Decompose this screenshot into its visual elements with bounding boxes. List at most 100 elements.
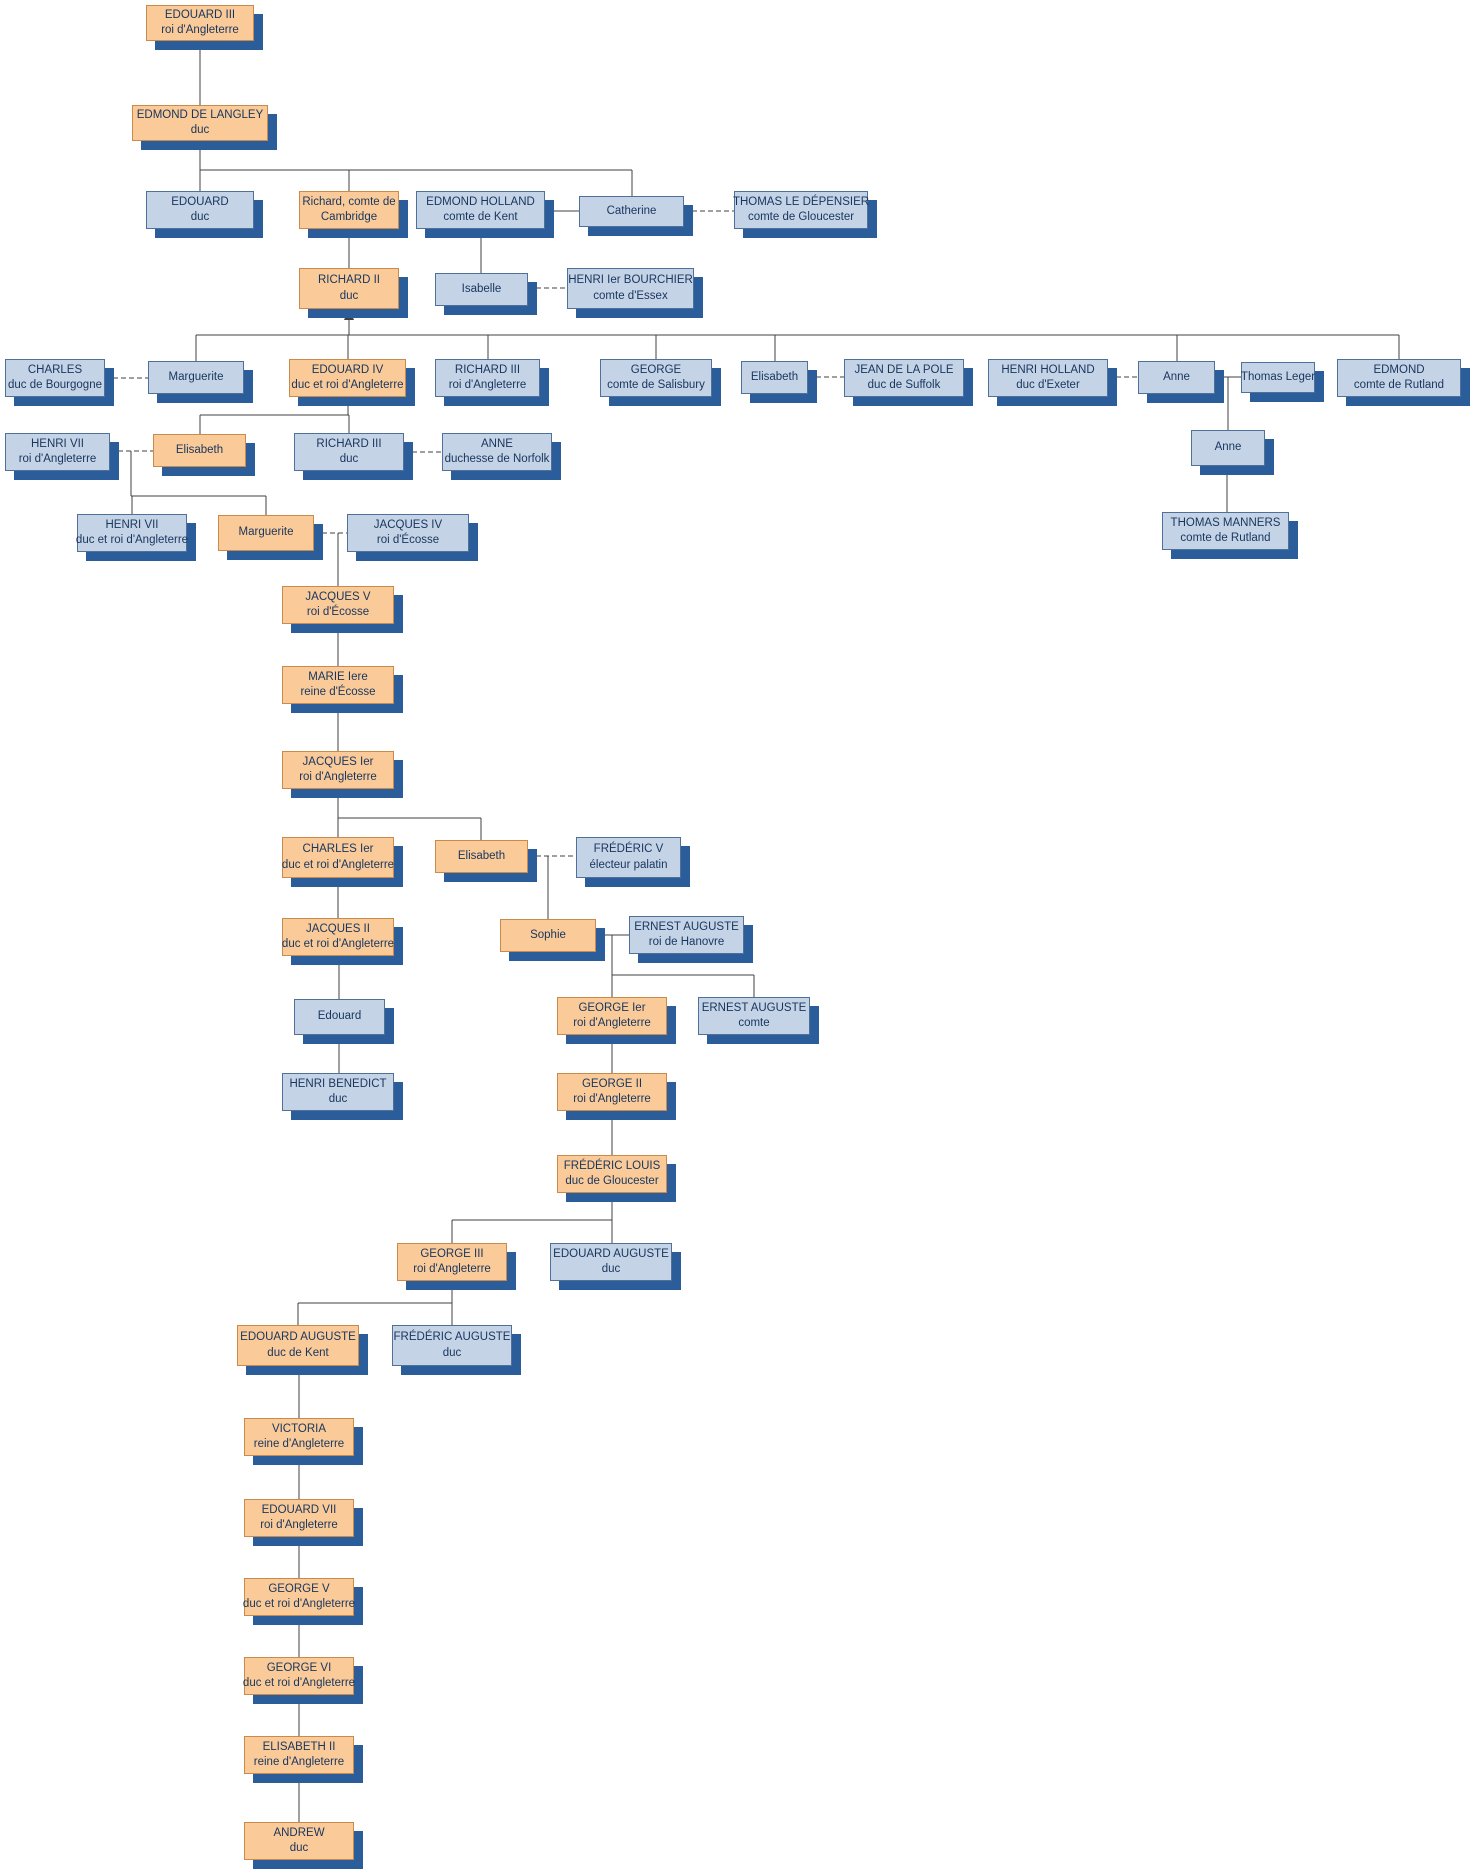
person-title: roi d'Angleterre [448,379,527,391]
person-name: EDOUARD [171,195,229,208]
person-name: EDMOND [1373,363,1425,376]
person-name: CHARLES Ier [302,843,374,856]
person-name: Richard, comte de [302,195,396,208]
person-title: Cambridge [320,211,378,223]
person-name: Elisabeth [457,849,506,862]
person-title: duc et roi d'Angleterre [281,858,395,871]
person-name: JACQUES V [305,590,371,603]
person-title: duc [339,289,359,302]
person-node-marie-iere: MARIE Iere reine d'Écosse [282,666,394,704]
person-name: ELISABETH II [262,1740,336,1753]
person-name: ANDREW [273,1826,325,1839]
person-node-frederic-auguste: FRÉDÉRIC AUGUSTE duc [392,1325,512,1366]
person-name: MARIE Iere [308,670,368,683]
person-name: FRÉDÉRIC LOUIS [563,1159,661,1172]
person-name: CHARLES [27,363,83,376]
person-name: THOMAS LE DÉPENSIER [732,195,870,208]
person-title: duc et roi d'Angleterre [291,379,404,391]
person-name: Marguerite [168,370,224,383]
person-node-elisabeth-york: Elisabeth [741,361,808,394]
person-node-edouard-auguste-kent: EDOUARD AUGUSTE duc de Kent [237,1325,359,1366]
arrow-up-icon [344,309,354,320]
person-name: Sophie [530,928,566,941]
person-node-marguerite-york: Marguerite [148,361,244,394]
person-node-jacques-ii: JACQUES II duc et roi d'Angleterre [282,918,394,956]
person-node-anne-york: Anne [1138,361,1215,394]
person-name: EDOUARD VII [261,1503,337,1516]
person-name: GEORGE Ier [578,1001,646,1014]
person-name: EDOUARD AUGUSTE [240,1331,356,1344]
person-name: FRÉDÉRIC AUGUSTE [393,1331,511,1344]
person-name: GEORGE III [420,1247,484,1260]
person-name: EDOUARD AUGUSTE [553,1247,669,1260]
person-name: JEAN DE LA POLE [854,363,954,376]
person-title: duc et roi d'Angleterre [242,1598,356,1610]
person-node-charles-bourgogne: CHARLES duc de Bourgogne [5,359,105,397]
person-title: comte de Gloucester [747,211,855,223]
person-name: JACQUES Ier [302,755,374,768]
person-name: JACQUES II [306,922,370,935]
person-name: EDOUARD IV [311,363,384,376]
person-node-henri-ier-bourchier: HENRI Ier BOURCHIER comte d'Essex [567,268,694,309]
person-node-anne-st-leger: Anne [1191,430,1265,466]
person-title: électeur palatin [589,858,668,871]
person-name: Elisabeth [750,370,799,383]
person-node-richard-iii-roi: RICHARD III roi d'Angleterre [435,359,540,397]
person-title: roi de Hanovre [648,936,725,948]
person-name: Catherine [606,204,657,217]
person-name: FRÉDÉRIC V [593,843,664,856]
person-node-isabelle: Isabelle [435,273,528,306]
person-title: roi d'Angleterre [161,24,239,36]
person-title: roi d'Écosse [376,534,440,546]
person-name: THOMAS MANNERS [1170,516,1281,529]
person-node-thomas-le-depensier: THOMAS LE DÉPENSIER comte de Gloucester [732,191,870,229]
person-node-edouard-iv: EDOUARD IV duc et roi d'Angleterre [289,359,406,397]
person-title: duc [289,1842,309,1854]
person-name: EDMOND HOLLAND [426,195,535,208]
person-node-richard-comte-cambridge: Richard, comte de Cambridge [299,191,399,229]
person-title: duc et roi d'Angleterre [281,938,395,950]
person-name: HENRI BENEDICT [289,1077,387,1090]
person-name: RICHARD III [454,363,521,376]
person-title: duc de Kent [267,1346,329,1359]
person-name: HENRI Ier BOURCHIER [568,274,693,287]
person-title: roi d'Angleterre [573,1093,651,1105]
person-title: reine d'Angleterre [253,1756,345,1768]
person-title: duc [190,211,210,223]
person-node-frederic-v: FRÉDÉRIC V électeur palatin [576,837,681,878]
person-node-thomas-leger: Thomas Leger [1241,362,1315,393]
person-name: ERNEST AUGUSTE [701,1001,807,1014]
person-title: duc d'Exeter [1016,379,1080,391]
person-name: VICTORIA [271,1422,327,1435]
person-title: roi d'Angleterre [260,1519,338,1531]
person-node-jacques-iv: JACQUES IV roi d'Écosse [347,514,469,552]
person-title: reine d'Écosse [300,686,376,698]
person-title: comte d'Essex [593,289,668,302]
person-name: JACQUES IV [373,518,443,531]
person-name: HENRI VII [30,437,85,450]
person-title: comte de Rutland [1180,532,1271,544]
person-title: duc de Bourgogne [8,379,102,391]
person-node-charles-ier: CHARLES Ier duc et roi d'Angleterre [282,837,394,878]
person-name: EDMOND DE LANGLEY [136,108,264,121]
person-title: duc [339,453,359,465]
person-name: ANNE [481,437,513,450]
person-title: duc [442,1346,462,1359]
